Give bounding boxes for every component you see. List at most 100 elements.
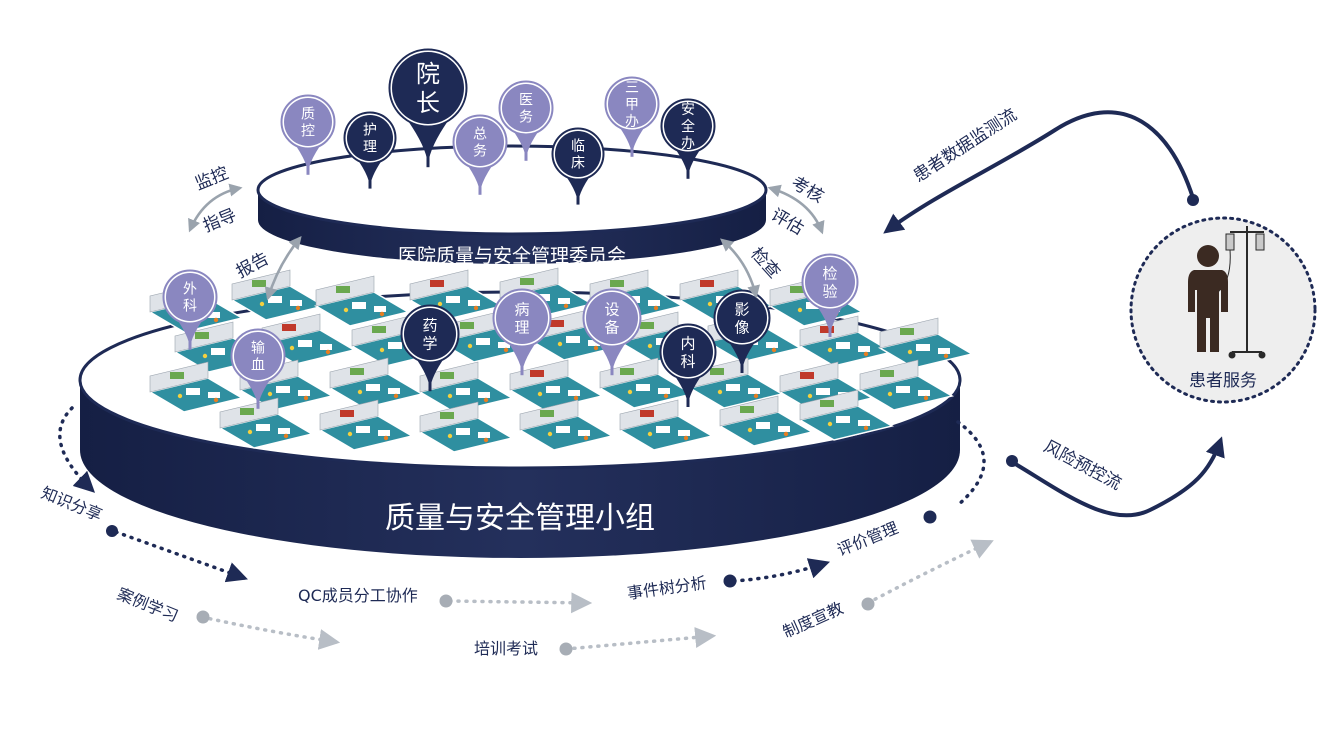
knowledge-sharing-label: 知识分享 [39, 483, 105, 525]
qc-division-label: QC成员分工协作 [298, 586, 418, 605]
pin-label-char: 病 [514, 300, 529, 318]
pin-label-char: 护 [363, 123, 377, 139]
activity-flow [58, 406, 994, 651]
location-pin: 院长 [388, 48, 468, 168]
pin-label-char: 全 [681, 118, 695, 135]
pin-label-char: 药 [422, 316, 437, 334]
ward-room [598, 357, 694, 409]
ward-room [718, 395, 814, 447]
location-pin: 医务 [498, 80, 554, 161]
committee-title: 医院质量与安全管理委员会 [398, 245, 626, 267]
pin-label-char: 院 [416, 60, 440, 88]
report-arrow [264, 235, 302, 301]
location-pin: 设备 [582, 288, 642, 376]
patient-service-node: 患者服务 [1129, 216, 1317, 404]
pin-label-char: 务 [473, 143, 487, 159]
location-pin: 安全办 [660, 98, 716, 179]
patient-data-flow-label: 患者数据监测流 [910, 105, 1021, 187]
ward-room [618, 399, 714, 451]
pin-label-char: 床 [571, 155, 585, 171]
pin-label-char: 办 [681, 136, 695, 152]
pin-label-char: 办 [625, 114, 639, 130]
ward-room [688, 357, 784, 409]
pin-label-char: 医 [519, 93, 533, 109]
inspect-arrow [720, 238, 760, 299]
left-rim-dotted-arrow [58, 406, 96, 493]
pin-label-char: 理 [363, 139, 377, 155]
location-pin: 质控 [280, 94, 336, 175]
pin-label-char: 科 [680, 352, 695, 370]
ward-room [218, 397, 314, 449]
location-pin: 检验 [801, 253, 859, 337]
pin-label-char: 长 [416, 89, 440, 117]
pin-label-char: 科 [183, 298, 197, 314]
monitor-label: 监控 [192, 163, 231, 194]
group-title: 质量与安全管理小组 [385, 501, 655, 536]
assess-arrow [767, 184, 825, 235]
qc-to-next-arrow [448, 592, 593, 614]
case-study-arrow [200, 615, 341, 650]
pin-label-char: 验 [822, 282, 837, 300]
pin-label-char: 甲 [625, 97, 639, 113]
data-flow-origin-dot [1187, 194, 1199, 206]
monitor-arrow [188, 183, 243, 233]
pin-label-char: 务 [519, 109, 533, 125]
training-exam-label: 培训考试 [474, 639, 538, 658]
activity-dots [106, 510, 937, 656]
patient-service-label: 患者服务 [1189, 371, 1257, 391]
ward-room [418, 361, 514, 413]
pin-label-char: 影 [734, 300, 749, 318]
pin-label-char: 控 [301, 123, 315, 139]
pin-label-char: 像 [734, 318, 749, 336]
patient-icon [1188, 245, 1228, 352]
iv-stand-icon [1217, 226, 1266, 359]
committee-disc [256, 144, 768, 264]
pin-label-char: 外 [183, 282, 197, 298]
pin-label-char: 临 [571, 139, 585, 155]
pin-label-char: 检 [822, 264, 837, 282]
case-study-label: 案例学习 [115, 584, 181, 626]
pin-label-char: 理 [514, 318, 529, 336]
assess-label: 考核 [788, 173, 827, 207]
pin-label-char: 学 [422, 334, 437, 352]
risk-flow-arrow [1010, 436, 1225, 518]
pin-label-char: 输 [251, 341, 265, 357]
patient-data-flow-arrow [883, 110, 1195, 234]
location-pin: 药学 [400, 304, 460, 392]
location-pin: 外科 [162, 269, 218, 350]
training-arrow [564, 627, 717, 651]
location-pin: 影像 [713, 289, 771, 373]
event-tree-label: 事件树分析 [626, 573, 708, 603]
evaluation-mgmt-label: 评价管理 [834, 518, 900, 560]
policy-arrow [866, 539, 994, 605]
ward-room [518, 399, 614, 451]
right-rim-dotted-arrow [956, 420, 986, 507]
pin-label-char: 三 [625, 80, 639, 96]
pin-label-char: 内 [680, 334, 695, 352]
pin-label-char: 血 [251, 357, 265, 373]
ward-room [858, 359, 954, 411]
location-pin: 输血 [230, 328, 286, 409]
link-arrows [188, 183, 825, 301]
location-pin: 护理 [343, 111, 397, 189]
ward-room [508, 359, 604, 411]
pin-label-char: 总 [473, 127, 487, 143]
event-tree-arrow [732, 558, 830, 583]
location-pin: 三甲办 [604, 76, 660, 157]
pin-label-char: 设 [604, 300, 619, 318]
evaluate-label: 评估 [768, 205, 807, 239]
pin-label-char: 质 [301, 107, 315, 123]
ward-room [878, 317, 974, 369]
location-pin: 内科 [659, 323, 717, 407]
inspect-label: 检查 [746, 244, 784, 283]
ward-room [148, 361, 244, 413]
location-pin: 总务 [452, 114, 508, 195]
pin-label-char: 备 [604, 318, 619, 336]
guide-label: 指导 [200, 205, 239, 236]
ward-room [314, 275, 410, 327]
committee-pins: 质控护理院长总务医务临床三甲办安全办 [280, 48, 716, 205]
ward-room [798, 389, 894, 441]
location-pin: 临床 [551, 127, 605, 205]
